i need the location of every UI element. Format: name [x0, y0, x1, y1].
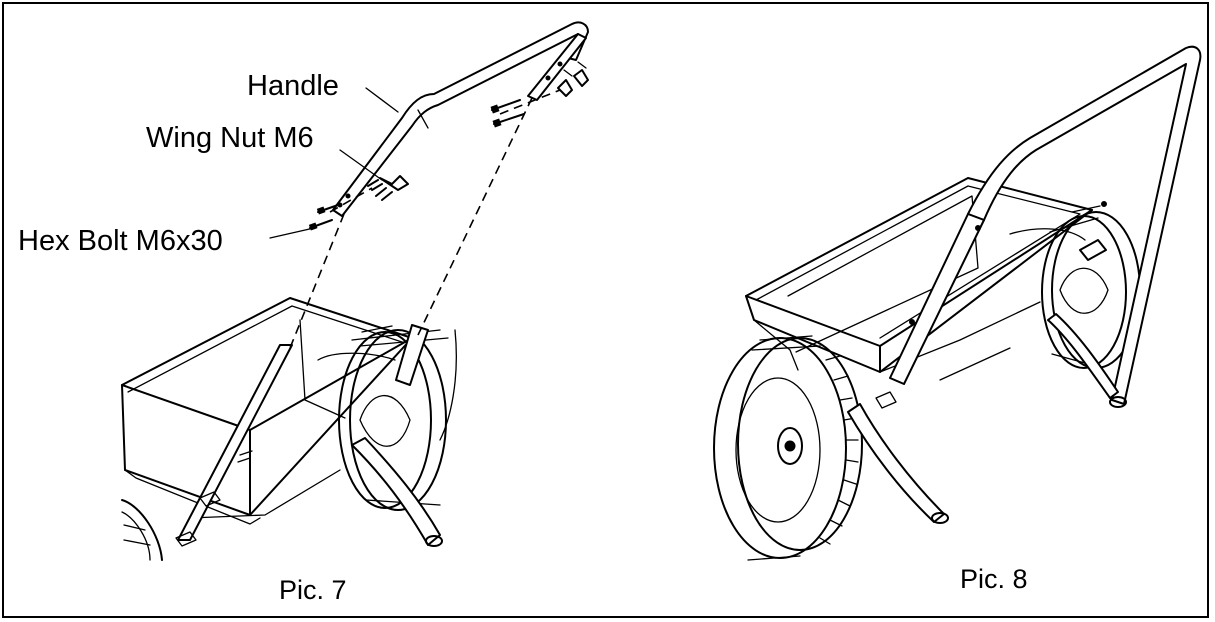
- pic7-frame-legs: [177, 324, 457, 547]
- handle-label: Handle: [247, 70, 339, 102]
- pic8-hopper: [745, 177, 1093, 381]
- pic7-lower-wing-nuts: [175, 450, 253, 547]
- pic8-caption: Pic. 8: [960, 564, 1028, 594]
- wing-nut-label: Wing Nut M6: [146, 122, 314, 154]
- pic7-caption: Pic. 7: [279, 575, 347, 605]
- pic7-handle: [332, 21, 589, 217]
- pic7-left-hardware: [308, 175, 409, 231]
- pic7-leader-lines: [269, 87, 399, 239]
- pic7-assembly-guides: [289, 89, 561, 349]
- hex-bolt-label: Hex Bolt M6x30: [18, 225, 223, 257]
- pic8-illustration: [713, 45, 1202, 561]
- pic8-handle-frame: [847, 45, 1202, 524]
- pic8-front-wheel: [713, 335, 863, 561]
- pic7-right-hardware: [490, 61, 589, 128]
- pic7-hopper: [121, 297, 413, 525]
- pic7-illustration: [121, 21, 589, 561]
- pic7-front-wheel: [121, 499, 163, 561]
